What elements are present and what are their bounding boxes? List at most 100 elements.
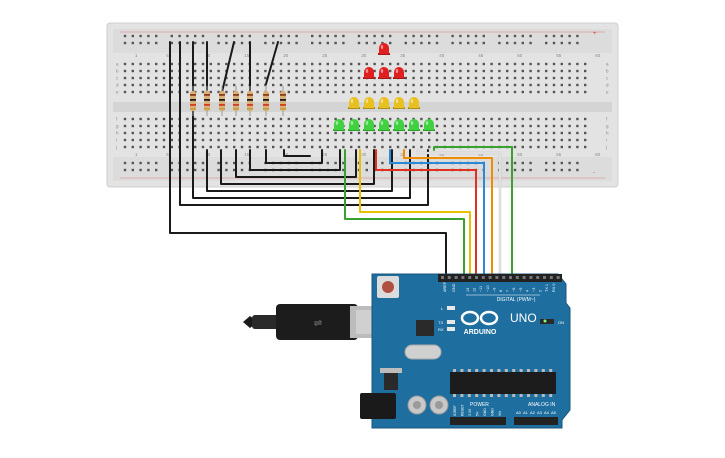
- hole[interactable]: [318, 117, 322, 121]
- hole[interactable]: [545, 161, 548, 165]
- hole[interactable]: [264, 83, 267, 87]
- hole[interactable]: [318, 34, 322, 38]
- hole[interactable]: [404, 69, 407, 73]
- hole[interactable]: [350, 145, 353, 149]
- hole[interactable]: [498, 34, 501, 38]
- hole[interactable]: [201, 76, 205, 80]
- hole[interactable]: [303, 76, 306, 80]
- hole[interactable]: [365, 83, 368, 87]
- hole[interactable]: [334, 161, 337, 165]
- hole[interactable]: [529, 41, 532, 45]
- hole[interactable]: [155, 69, 158, 73]
- hole[interactable]: [560, 76, 563, 80]
- hole[interactable]: [225, 83, 228, 87]
- hole[interactable]: [552, 83, 556, 87]
- wire-black-5[interactable]: [235, 149, 357, 178]
- hole[interactable]: [311, 69, 314, 73]
- hole[interactable]: [295, 90, 298, 94]
- led-green[interactable]: [333, 119, 345, 131]
- hole[interactable]: [287, 62, 290, 66]
- hole[interactable]: [225, 138, 228, 142]
- hole[interactable]: [365, 62, 368, 66]
- hole[interactable]: [365, 90, 368, 94]
- hole[interactable]: [279, 41, 283, 45]
- hole[interactable]: [568, 145, 571, 149]
- hole[interactable]: [123, 138, 127, 142]
- hole[interactable]: [467, 62, 470, 66]
- hole[interactable]: [545, 131, 548, 135]
- hole[interactable]: [201, 168, 205, 172]
- hole[interactable]: [443, 90, 446, 94]
- hole[interactable]: [451, 90, 454, 94]
- hole[interactable]: [513, 161, 517, 165]
- hole[interactable]: [139, 145, 142, 149]
- hole[interactable]: [147, 131, 150, 135]
- hole[interactable]: [155, 124, 158, 128]
- hole[interactable]: [225, 124, 228, 128]
- hole[interactable]: [334, 83, 337, 87]
- hole[interactable]: [412, 145, 415, 149]
- hole[interactable]: [412, 76, 415, 80]
- hole[interactable]: [529, 131, 532, 135]
- hole[interactable]: [287, 41, 290, 45]
- hole[interactable]: [576, 69, 579, 73]
- hole[interactable]: [162, 138, 166, 142]
- hole[interactable]: [552, 131, 556, 135]
- wire-black-4[interactable]: [220, 149, 375, 185]
- hole[interactable]: [560, 41, 563, 45]
- header-pin[interactable]: [495, 276, 499, 279]
- hole[interactable]: [256, 138, 259, 142]
- hole[interactable]: [412, 34, 415, 38]
- hole[interactable]: [513, 62, 517, 66]
- hole[interactable]: [233, 161, 236, 165]
- hole[interactable]: [506, 138, 509, 142]
- hole[interactable]: [490, 138, 493, 142]
- hole[interactable]: [170, 161, 173, 165]
- hole[interactable]: [248, 145, 251, 149]
- hole[interactable]: [459, 131, 462, 135]
- hole[interactable]: [428, 69, 431, 73]
- hole[interactable]: [365, 131, 368, 135]
- hole[interactable]: [350, 138, 353, 142]
- hole[interactable]: [334, 117, 337, 121]
- hole[interactable]: [256, 131, 259, 135]
- hole[interactable]: [186, 117, 189, 121]
- hole[interactable]: [459, 62, 462, 66]
- hole[interactable]: [474, 117, 478, 121]
- hole[interactable]: [584, 69, 587, 73]
- hole[interactable]: [435, 83, 439, 87]
- hole[interactable]: [545, 62, 548, 66]
- hole[interactable]: [435, 76, 439, 80]
- hole[interactable]: [521, 83, 524, 87]
- hole[interactable]: [498, 131, 501, 135]
- hole[interactable]: [147, 34, 150, 38]
- hole[interactable]: [162, 131, 166, 135]
- breadboard[interactable]: 1155101015152020252530303535404045455050…: [106, 22, 619, 188]
- hole[interactable]: [131, 124, 134, 128]
- hole[interactable]: [373, 124, 376, 128]
- hole[interactable]: [404, 124, 407, 128]
- hole[interactable]: [248, 117, 251, 121]
- hole[interactable]: [490, 90, 493, 94]
- hole[interactable]: [240, 34, 244, 38]
- hole[interactable]: [545, 76, 548, 80]
- hole[interactable]: [303, 138, 306, 142]
- hole[interactable]: [513, 145, 517, 149]
- hole[interactable]: [201, 117, 205, 121]
- hole[interactable]: [389, 90, 392, 94]
- hole[interactable]: [272, 145, 275, 149]
- header-pin[interactable]: [556, 276, 560, 279]
- hole[interactable]: [209, 83, 212, 87]
- hole[interactable]: [240, 138, 244, 142]
- hole[interactable]: [474, 131, 478, 135]
- hole[interactable]: [498, 117, 501, 121]
- hole[interactable]: [209, 138, 212, 142]
- hole[interactable]: [240, 90, 244, 94]
- hole[interactable]: [311, 138, 314, 142]
- hole[interactable]: [201, 131, 205, 135]
- hole[interactable]: [552, 138, 556, 142]
- hole[interactable]: [365, 161, 368, 165]
- hole[interactable]: [272, 41, 275, 45]
- hole[interactable]: [404, 62, 407, 66]
